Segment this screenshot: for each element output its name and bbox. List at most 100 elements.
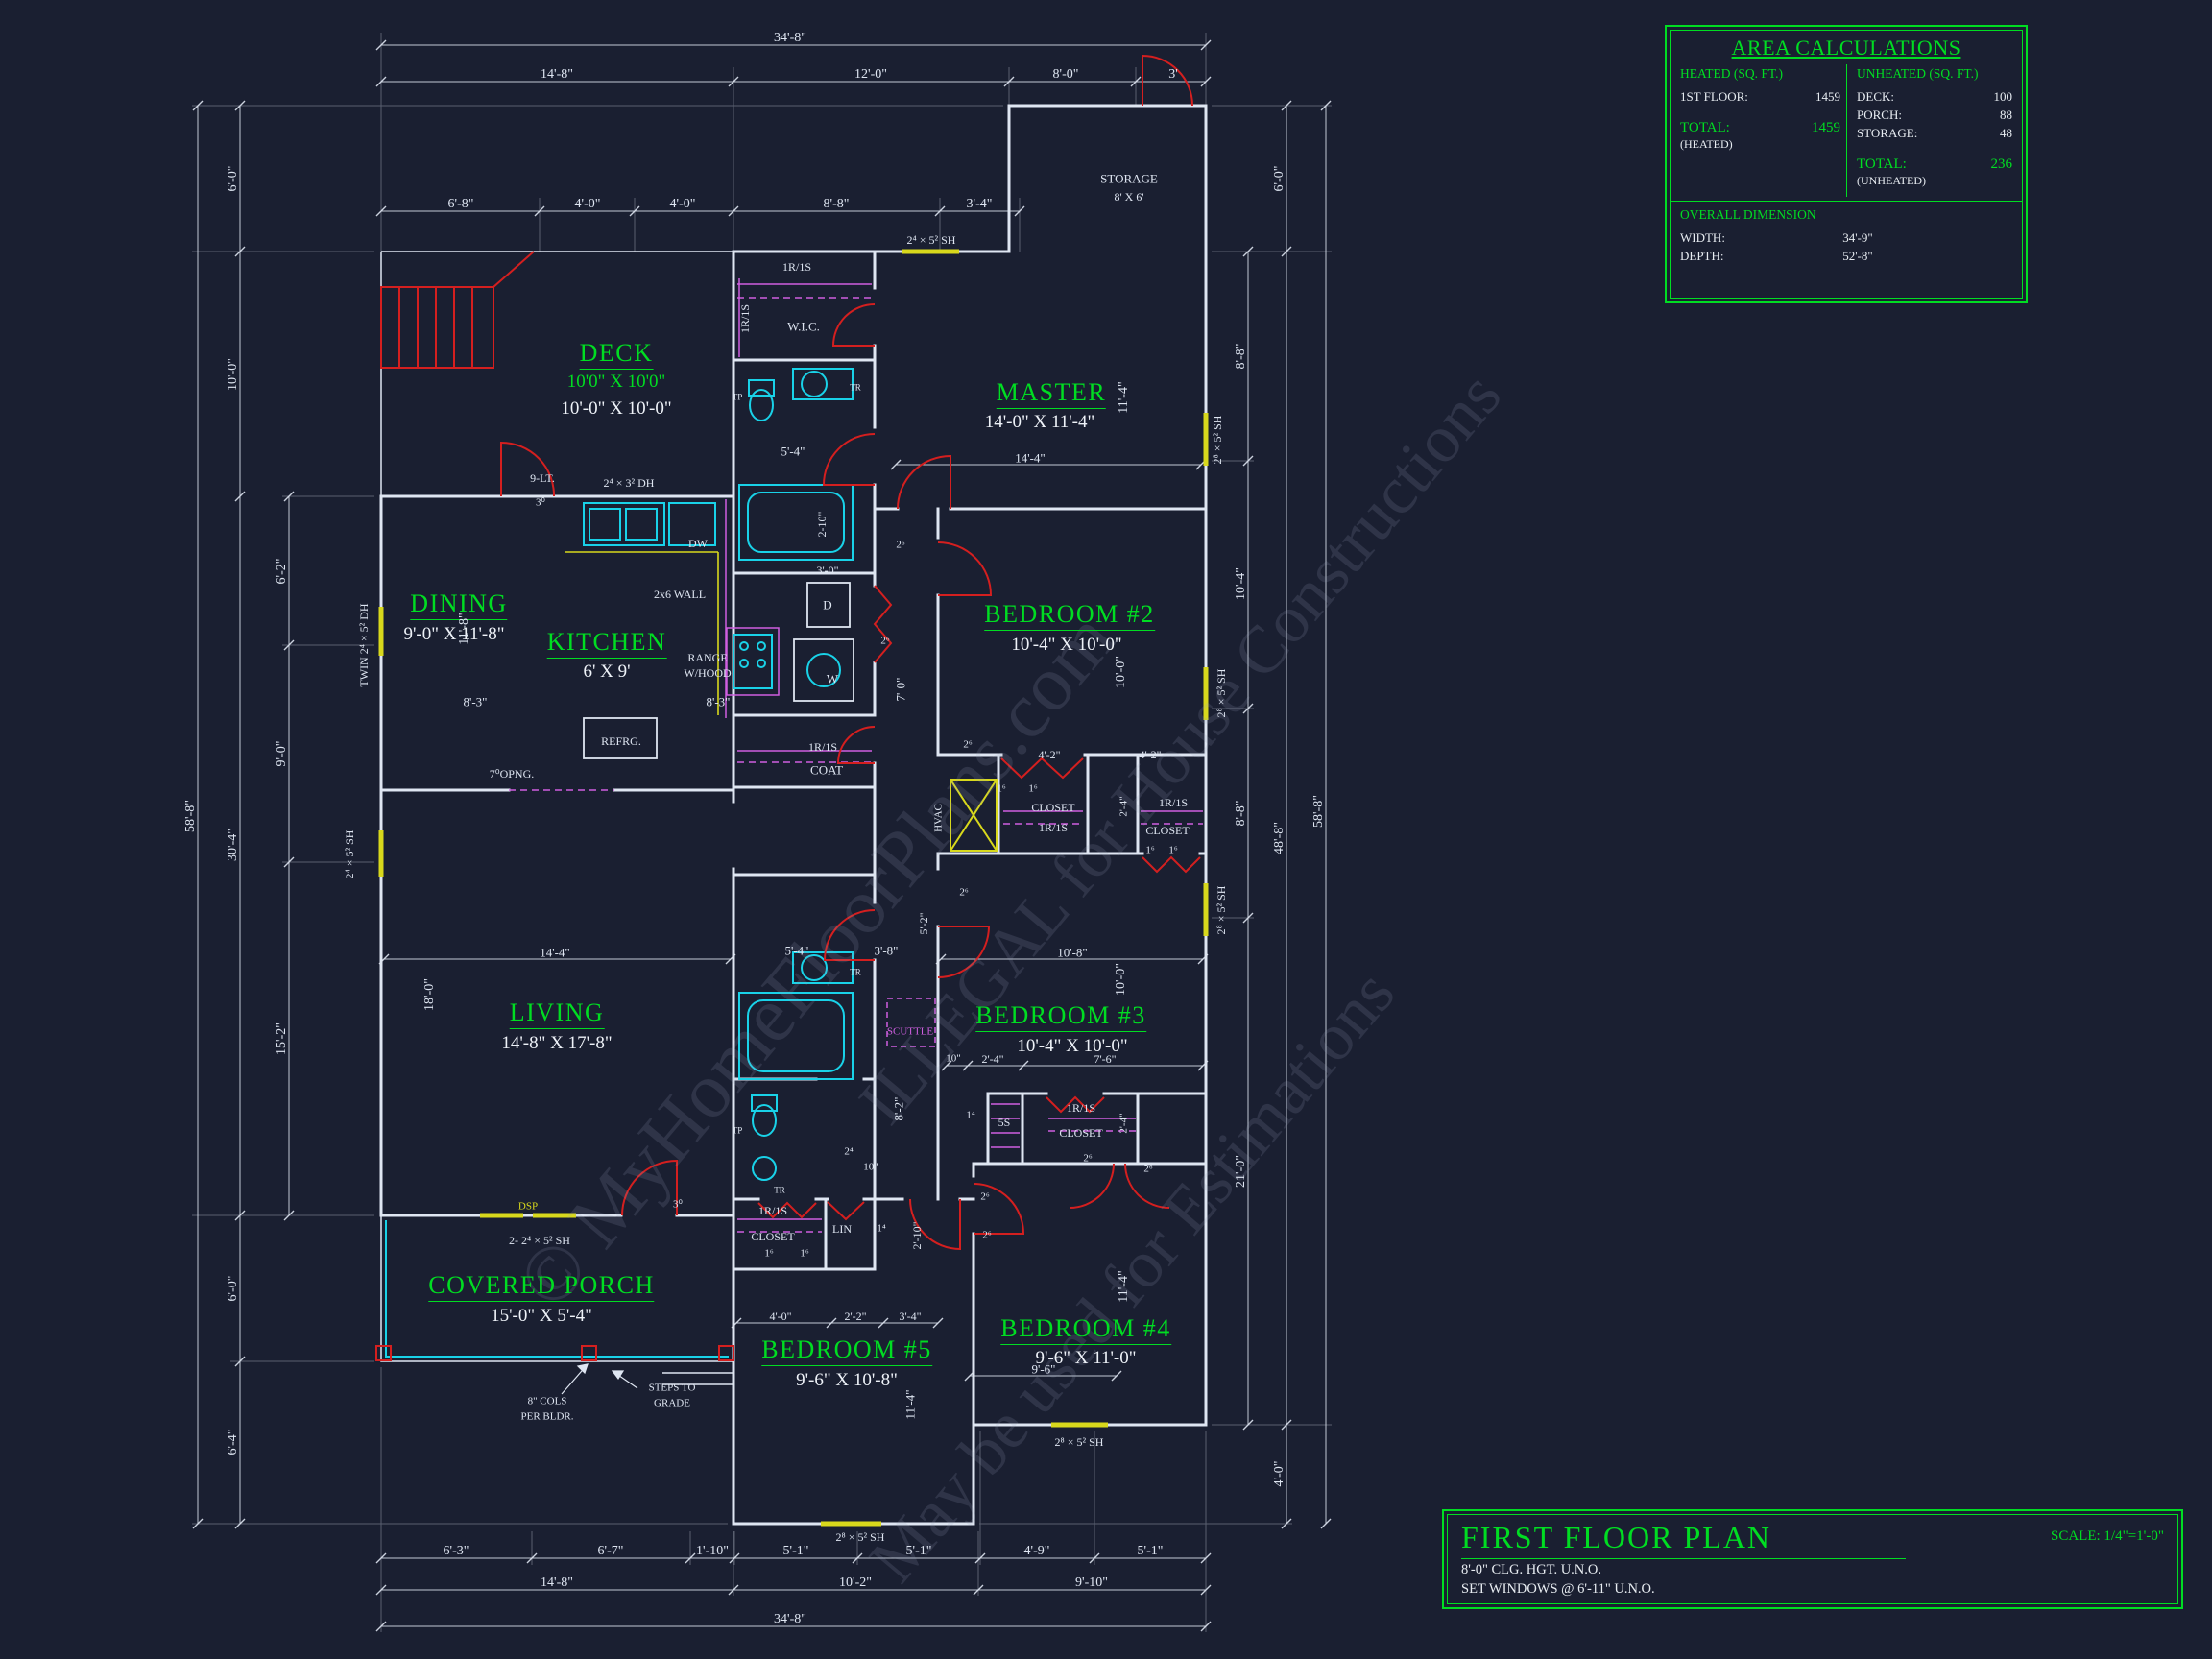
heated-row-label: 1ST FLOOR: <box>1680 89 1748 104</box>
plan-annotation: 5'-4" <box>784 943 809 958</box>
windows <box>378 249 1209 1527</box>
plan-annotation: 1⁶ <box>1028 782 1038 795</box>
overall-width-value: 34'-9" <box>1842 230 1873 245</box>
plan-annotation: 4'-0" <box>574 197 601 211</box>
area-calc-title: AREA CALCULATIONS <box>1731 36 1961 60</box>
sheet-scale: SCALE: 1/4"=1'-0" <box>2051 1528 2164 1544</box>
overall-depth-label: DEPTH: <box>1680 249 1724 263</box>
room-name-porch: COVERED PORCH <box>428 1271 655 1302</box>
plan-annotation: 10'-0" <box>1114 963 1128 996</box>
plan-annotation: 48'-8" <box>1272 822 1286 854</box>
plan-annotation: 1R/1S <box>738 303 752 334</box>
plan-annotation: 8'-8" <box>823 197 850 211</box>
plan-annotation: 2⁸ × 5² SH <box>1214 668 1228 718</box>
overall-depth-value: 52'-8" <box>1842 249 1873 263</box>
doors-and-stairs <box>375 54 1201 1361</box>
plan-annotation: 1R/1S <box>1038 821 1069 834</box>
plan-annotation: 6'-3" <box>443 1544 469 1558</box>
plan-annotation: 5'-1" <box>782 1544 809 1558</box>
plan-annotation: 6'-7" <box>597 1544 624 1558</box>
plan-annotation: 4'-9" <box>1023 1544 1050 1558</box>
plan-annotation: 10'-8" <box>1057 945 1088 960</box>
plan-annotation: 10'-0" <box>226 358 240 391</box>
plan-annotation: 6'-0" <box>1272 165 1286 192</box>
room-dims-porch: 15'-0" X 5'-4" <box>491 1306 592 1326</box>
plan-annotation: 3'-0" <box>816 564 839 577</box>
heated-total-sub: (HEATED) <box>1680 137 1733 151</box>
plan-annotation: 1⁶ <box>1168 844 1178 856</box>
unheated-row-label: DECK: <box>1857 89 1894 104</box>
room-name-dining: DINING <box>410 589 508 620</box>
room-dims-bedroom4: 9'-6" X 11'-0" <box>1035 1348 1137 1368</box>
plan-annotation: 1⁴ <box>877 1222 886 1235</box>
plan-annotation: 2⁴ <box>844 1145 854 1158</box>
plan-annotation: 4'-0" <box>669 197 696 211</box>
plan-annotation: 2'-4" <box>1118 796 1130 817</box>
plan-annotation: 11'-8" <box>457 613 471 645</box>
room-name-living: LIVING <box>509 998 605 1029</box>
plan-annotation: 9'-0" <box>275 740 289 767</box>
plan-annotation: 10'-0" <box>1114 656 1128 688</box>
plan-annotation: HVAC <box>932 804 945 832</box>
plan-annotation: PER BLDR. <box>520 1410 574 1423</box>
plan-annotation: 15'-2" <box>275 1022 289 1055</box>
plan-annotation: 2- 2⁴ × 5² SH <box>509 1234 570 1247</box>
plan-annotation: 2⁶ <box>1143 1163 1153 1175</box>
plan-annotation: 1R/1S <box>757 1204 788 1217</box>
room-name-kitchen: KITCHEN <box>546 628 667 659</box>
unheated-total-row: TOTAL: 236 <box>1857 156 2012 173</box>
plan-annotation: 2⁴ × 3² DH <box>603 476 655 490</box>
plan-annotation: 6'-4" <box>226 1429 240 1455</box>
plan-annotation: 11'-4" <box>902 1389 918 1420</box>
room-name-master: MASTER <box>996 378 1107 409</box>
plan-annotation: 58'-8" <box>183 800 198 832</box>
plan-annotation: 1⁶ <box>764 1247 774 1260</box>
heated-total-label: TOTAL: <box>1680 120 1730 135</box>
plan-annotation: 10'-4" <box>1234 567 1248 600</box>
plan-annotation: 8'-0" <box>1052 67 1079 82</box>
plan-annotation: 6'-8" <box>447 197 474 211</box>
plan-annotation: 58'-8" <box>1311 795 1326 828</box>
sheet-title: FIRST FLOOR PLAN <box>1461 1520 1907 1559</box>
heated-column: HEATED (SQ. FT.) 1ST FLOOR: 1459 TOTAL: … <box>1680 64 1846 197</box>
plan-annotation: 2'-4" <box>981 1052 1004 1066</box>
plan-annotation: 2x6 WALL <box>653 588 707 601</box>
plan-annotation: 10" <box>946 1052 961 1065</box>
plan-annotation: 5'-1" <box>905 1544 932 1558</box>
unheated-header: UNHEATED (SQ. FT.) <box>1857 66 1979 81</box>
appliances <box>583 582 854 759</box>
overall-row-width: WIDTH: 34'-9" <box>1680 230 1873 246</box>
unheated-row-porch: PORCH: 88 <box>1857 108 2012 123</box>
plan-annotation: COAT <box>810 762 843 778</box>
plan-annotation: 3'-4" <box>899 1310 922 1323</box>
plan-annotation: 9-LT. <box>530 471 555 485</box>
plan-annotation: 4'-0" <box>769 1310 792 1323</box>
room-label-master: MASTER <box>996 378 1107 409</box>
plan-annotation: 7'-0" <box>893 677 908 702</box>
extension-lines <box>192 33 1332 1632</box>
plan-annotation: DW <box>688 537 708 550</box>
plan-annotation: TR <box>850 967 861 977</box>
plan-annotation: STORAGE <box>1100 171 1158 186</box>
plan-annotation: GRADE <box>654 1397 690 1409</box>
plan-annotation: 3'-8" <box>874 943 899 958</box>
plan-annotation: 9'-6" <box>1031 1361 1056 1377</box>
room-name-deck: DECK <box>579 339 654 370</box>
plan-annotation: 3' <box>1168 67 1178 82</box>
plan-annotation: 1⁶ <box>997 782 1006 795</box>
plan-annotation: CLOSET <box>1031 801 1075 814</box>
plan-annotation: 12'-0" <box>854 67 887 82</box>
plan-annotation: 5'-4" <box>781 444 805 459</box>
unheated-total-value: 236 <box>1990 156 2013 172</box>
plan-annotation: TWIN 2⁴ × 5² DH <box>357 603 371 687</box>
plan-annotation: 4'-2" <box>1139 748 1162 761</box>
plan-annotation: 2⁸ × 5² SH <box>1214 885 1228 935</box>
plan-annotation: 11'-4" <box>1117 1270 1131 1303</box>
plan-annotation: SCUTTLE <box>886 1025 934 1038</box>
room-label-kitchen: KITCHEN <box>546 628 667 659</box>
plan-annotation: 1R/1S <box>1066 1101 1096 1115</box>
plan-annotation: 1⁶ <box>800 1247 809 1260</box>
plan-annotation: 2⁶ <box>959 886 969 899</box>
heated-header: HEATED (SQ. FT.) <box>1680 66 1783 81</box>
plan-annotation: 5'-1" <box>1137 1544 1164 1558</box>
